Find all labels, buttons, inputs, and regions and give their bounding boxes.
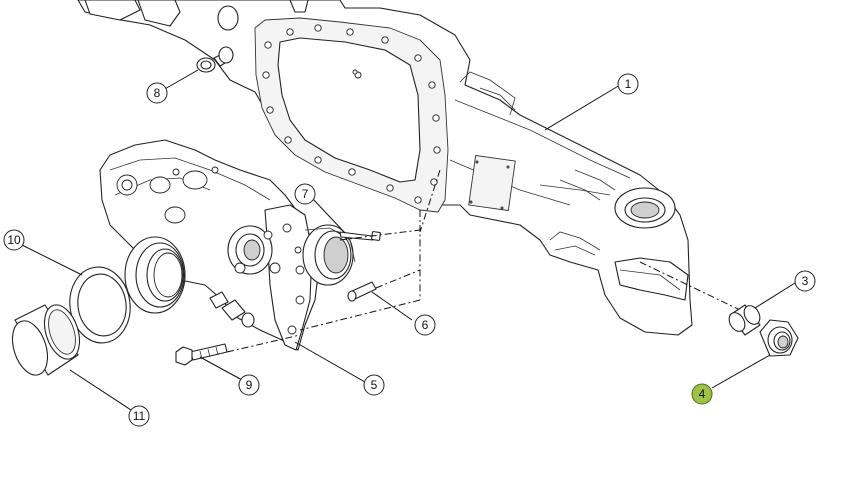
callout-3-label: 3: [802, 274, 809, 288]
nut-part-4: [759, 319, 799, 357]
gasket-ring-part-10: [69, 266, 131, 344]
axle-housing-part-1: [77, 0, 741, 336]
callout-7-label: 7: [302, 187, 309, 201]
callout-9[interactable]: 9: [238, 374, 260, 396]
callout-4-label: 4: [699, 387, 706, 401]
bushing-part-3: [728, 304, 761, 336]
callout-4-highlighted[interactable]: 4: [691, 383, 713, 405]
flange-bolt-holes: [262, 24, 441, 204]
bolt-part-7: [339, 231, 381, 241]
callout-8-label: 8: [154, 86, 161, 100]
side-housing-part-5: [99, 139, 356, 351]
dowel-pin-part-6: [347, 281, 377, 302]
callout-3[interactable]: 3: [794, 270, 816, 292]
assembly-center-lines: [226, 169, 441, 353]
callout-5[interactable]: 5: [363, 374, 385, 396]
callout-1[interactable]: 1: [617, 73, 639, 95]
callout-11[interactable]: 11: [128, 405, 150, 427]
sleeve-part-11: [11, 304, 81, 376]
breather-plug-part-8: [196, 46, 234, 73]
leader-lines: [21, 69, 796, 411]
callout-5-label: 5: [371, 378, 378, 392]
callout-6-label: 6: [422, 318, 429, 332]
callout-11-label: 11: [133, 409, 146, 423]
callout-8[interactable]: 8: [146, 82, 168, 104]
hex-bolt-part-9: [175, 343, 228, 366]
callout-7[interactable]: 7: [294, 183, 316, 205]
callout-10[interactable]: 10: [3, 229, 25, 251]
callout-9-label: 9: [246, 378, 253, 392]
callout-10-label: 10: [7, 233, 21, 247]
callout-6[interactable]: 6: [414, 314, 436, 336]
callout-1-label: 1: [625, 77, 632, 91]
